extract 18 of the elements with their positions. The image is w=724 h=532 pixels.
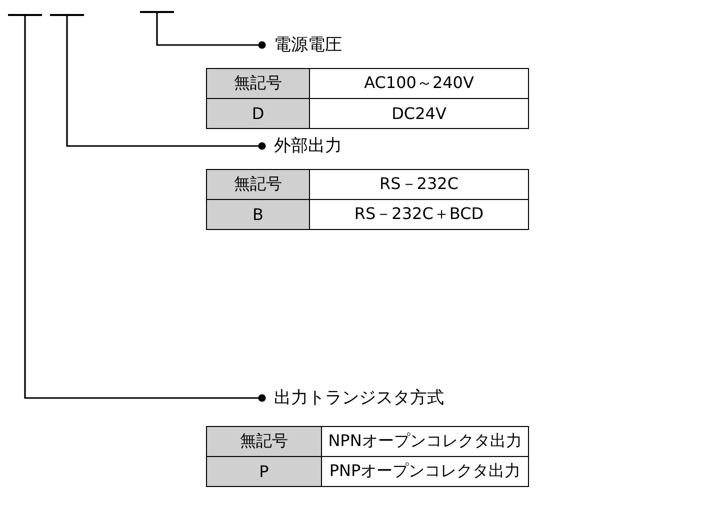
code-cell: 無記号 [206,426,322,456]
category-heading: 外部出力 [274,135,342,157]
description-cell: PNPオープンコレクタ出力 [322,456,528,486]
code-cell: 無記号 [206,68,310,98]
category-heading: 出力トランジスタ方式 [274,387,444,409]
code-cell: P [206,456,322,486]
code-cell: D [206,98,310,128]
description-cell: RS－232C＋BCD [310,200,528,230]
code-cell: 無記号 [206,170,310,200]
connector-line [24,16,266,402]
description-cell: AC100～240V [310,68,528,98]
description-cell: NPNオープンコレクタ出力 [322,426,528,456]
category-heading: 電源電圧 [274,34,342,56]
connector-line [156,13,266,49]
code-cell: B [206,200,310,230]
connector-line [66,16,266,150]
description-cell: DC24V [310,98,528,128]
description-cell: RS－232C [310,170,528,200]
